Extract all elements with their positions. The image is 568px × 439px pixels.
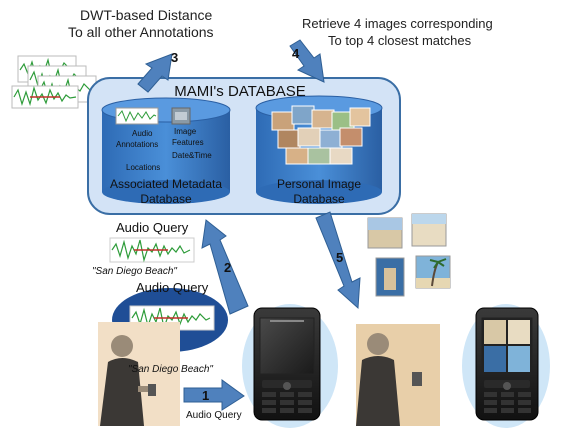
step-4-label: 4 — [292, 46, 300, 61]
top-left-line2: To all other Annotations — [68, 24, 214, 40]
meta-image-label-2: Features — [172, 138, 204, 147]
metadata-cylinder — [101, 97, 231, 204]
meta-audio-label-2: Annotations — [116, 140, 158, 149]
arrow-step-1 — [183, 379, 245, 411]
meta-db-title-2: Database — [140, 192, 192, 206]
meta-image-label-1: Image — [174, 127, 197, 136]
step-2-label: 2 — [224, 260, 231, 275]
step-1-label: 1 — [202, 388, 209, 403]
step-3-label: 3 — [171, 50, 178, 65]
user-speaking-illustration — [98, 322, 180, 426]
upper-audio-query-label: Audio Query — [116, 220, 189, 235]
bubble-audio-query-label: Audio Query — [136, 280, 209, 295]
image-db-title-1: Personal Image — [277, 177, 361, 191]
meta-db-title-1: Associated Metadata — [110, 177, 222, 191]
upper-audio-quote: "San Diego Beach" — [92, 266, 177, 277]
audio-thumbnail — [115, 107, 159, 125]
phone-results — [462, 304, 550, 428]
arrow-audio-query-label: Audio Query — [186, 410, 242, 421]
meta-locations-label: Locations — [126, 163, 160, 172]
user-viewing-illustration — [356, 324, 440, 426]
arrow-step-4 — [289, 39, 325, 83]
retrieved-images — [367, 213, 451, 297]
top-right-line1: Retrieve 4 images corresponding — [302, 16, 493, 31]
arrow-step-5 — [315, 211, 361, 310]
meta-audio-label-1: Audio — [132, 129, 153, 138]
upper-audio-waveform — [109, 237, 195, 263]
database-title: MAMI's DATABASE — [174, 83, 306, 100]
arrow-step-2 — [201, 219, 249, 315]
top-right-line2: To top 4 closest matches — [328, 33, 472, 48]
meta-datetime-label: Date&Time — [172, 151, 212, 160]
bubble-audio-quote: "San Diego Beach" — [128, 364, 213, 375]
top-left-line1: DWT-based Distance — [80, 7, 212, 23]
image-cylinder — [255, 95, 383, 204]
image-db-title-2: Database — [293, 192, 345, 206]
waveform-stack — [11, 55, 97, 109]
phone-middle — [242, 304, 338, 428]
step-5-label: 5 — [336, 250, 343, 265]
arrow-step-3 — [137, 53, 173, 93]
